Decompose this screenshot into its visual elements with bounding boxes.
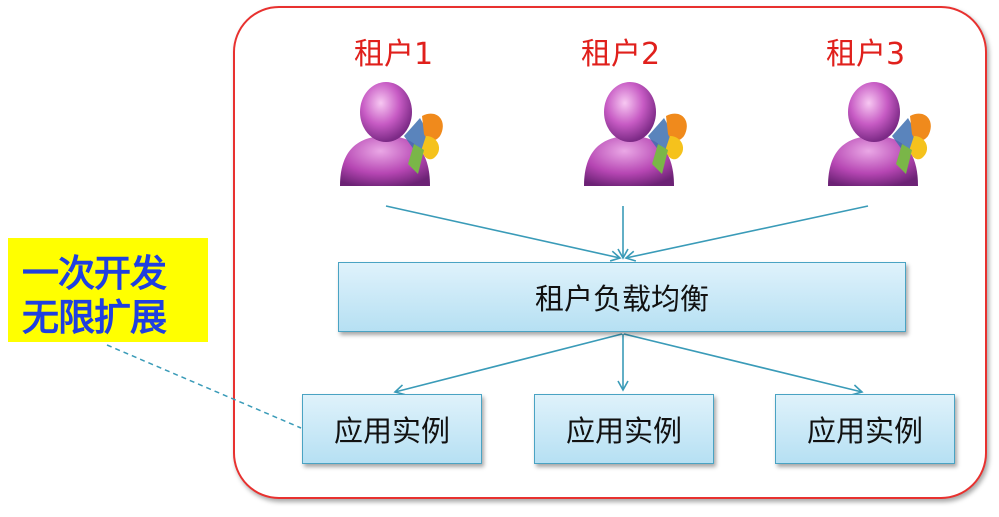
user-avatar-icon (334, 78, 450, 196)
arrow-balancer-to-instance1 (395, 334, 622, 392)
arrow-balancer-to-instance3 (624, 334, 862, 392)
app-instance-3-box: 应用实例 (775, 394, 955, 464)
app-instance-1-box: 应用实例 (302, 394, 482, 464)
user-avatar-icon (822, 78, 938, 196)
arrow-tenant1-to-balancer (386, 206, 620, 258)
arrow-tenant3-to-balancer (626, 206, 868, 258)
load-balancer-box: 租户负载均衡 (338, 262, 906, 332)
tenant-1-label: 租户1 (354, 38, 433, 72)
dashed-callout-connector (107, 345, 301, 428)
tenant-2-label: 租户2 (581, 38, 660, 72)
app-instance-2-box: 应用实例 (534, 394, 714, 464)
tenant-3-label: 租户3 (826, 38, 905, 72)
user-avatar-icon (578, 78, 694, 196)
